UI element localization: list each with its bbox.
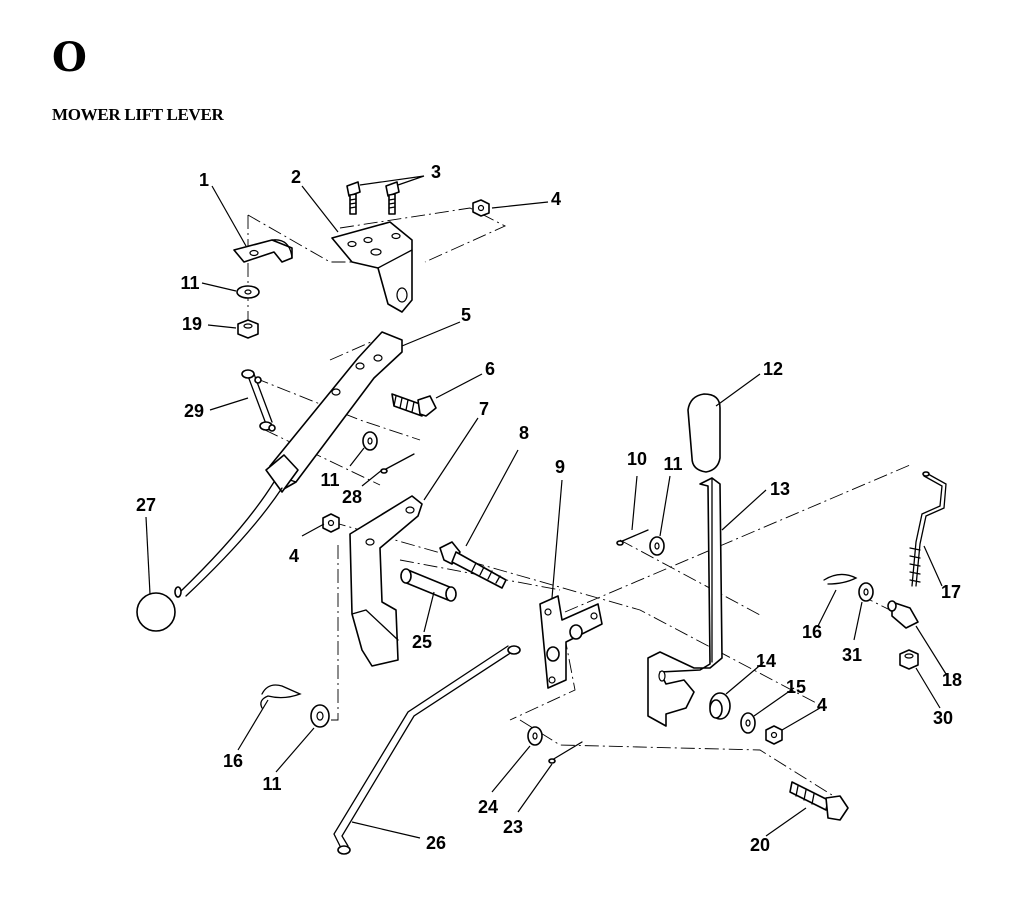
part-23-pin xyxy=(548,741,583,764)
part-15-washer xyxy=(740,712,756,734)
part-31-washer xyxy=(858,582,874,602)
callout-1: 1 xyxy=(199,170,209,190)
callout-29: 29 xyxy=(184,401,204,421)
callout-8: 8 xyxy=(519,423,529,443)
part-13-lever xyxy=(647,477,723,727)
callout-23: 23 xyxy=(503,817,523,837)
callout-30: 30 xyxy=(933,708,953,728)
part-26-lift-link xyxy=(333,645,521,855)
callout-11c: 11 xyxy=(320,470,339,490)
part-7-lift-plate xyxy=(349,495,423,667)
part-25-spacer xyxy=(400,568,457,602)
part-20-bolt xyxy=(789,781,849,821)
part-16-clip-right xyxy=(823,573,858,585)
part-16-clip-left xyxy=(260,684,302,709)
part-6-bolt xyxy=(391,393,437,417)
part-4-nut-right xyxy=(765,725,783,745)
callout-2: 2 xyxy=(291,167,301,187)
part-1-clip xyxy=(233,239,293,263)
part-10-pin xyxy=(616,529,649,546)
part-4-nut-top xyxy=(472,199,490,217)
callout-11d: 11 xyxy=(262,774,281,794)
callout-18: 18 xyxy=(942,670,962,690)
callout-4: 4 xyxy=(551,189,561,209)
callout-6: 6 xyxy=(485,359,495,379)
part-4-nut-left xyxy=(322,513,340,533)
callout-3: 3 xyxy=(431,162,441,182)
callout-17: 17 xyxy=(941,582,961,602)
callout-7: 7 xyxy=(479,399,489,419)
callout-13: 13 xyxy=(770,479,790,499)
part-19-nut xyxy=(237,319,259,339)
page-title: MOWER LIFT LEVER xyxy=(52,105,224,124)
callout-11b: 11 xyxy=(663,454,682,474)
callout-16: 16 xyxy=(802,622,822,642)
callout-labels: 1 2 3 4 11 19 5 6 29 7 8 10 11 12 13 9 1… xyxy=(136,162,962,855)
callout-26: 26 xyxy=(426,833,446,853)
part-17-crank-rod xyxy=(909,471,947,587)
callout-12: 12 xyxy=(763,359,783,379)
callout-11: 11 xyxy=(180,273,199,293)
part-12-grip xyxy=(687,393,721,473)
callout-4c: 4 xyxy=(817,695,827,715)
callout-19: 19 xyxy=(182,314,202,334)
callout-10: 10 xyxy=(627,449,647,469)
part-11-washer-bottom xyxy=(310,704,330,728)
callout-9: 9 xyxy=(555,457,565,477)
callout-15: 15 xyxy=(786,677,806,697)
part-5-lift-arm xyxy=(174,331,403,598)
part-8-bolt xyxy=(439,541,507,589)
callout-24: 24 xyxy=(478,797,498,817)
part-2-bracket xyxy=(331,221,413,313)
callout-14: 14 xyxy=(756,651,776,671)
part-11-washer-top xyxy=(236,285,260,299)
callout-5: 5 xyxy=(461,305,471,325)
part-9-pivot-bracket xyxy=(539,595,603,689)
callout-4b: 4 xyxy=(289,546,299,566)
callout-16b: 16 xyxy=(223,751,243,771)
callout-28: 28 xyxy=(342,487,362,507)
callout-25: 25 xyxy=(412,632,432,652)
part-29-link xyxy=(241,369,276,432)
part-18-trunnion xyxy=(887,600,919,629)
part-3-bolts xyxy=(346,181,400,215)
section-letter: O xyxy=(52,34,87,81)
part-30-nut xyxy=(899,649,919,670)
part-27-knob xyxy=(136,592,176,632)
part-11-washer-mid xyxy=(362,431,378,451)
callout-27: 27 xyxy=(136,495,156,515)
part-24-washer xyxy=(527,726,543,746)
callout-31: 31 xyxy=(842,645,862,665)
part-11-washer-right xyxy=(649,536,665,556)
callout-20: 20 xyxy=(750,835,770,855)
leader-lines xyxy=(145,175,947,839)
part-14-bushing xyxy=(709,692,731,720)
part-28-pin xyxy=(380,453,415,474)
